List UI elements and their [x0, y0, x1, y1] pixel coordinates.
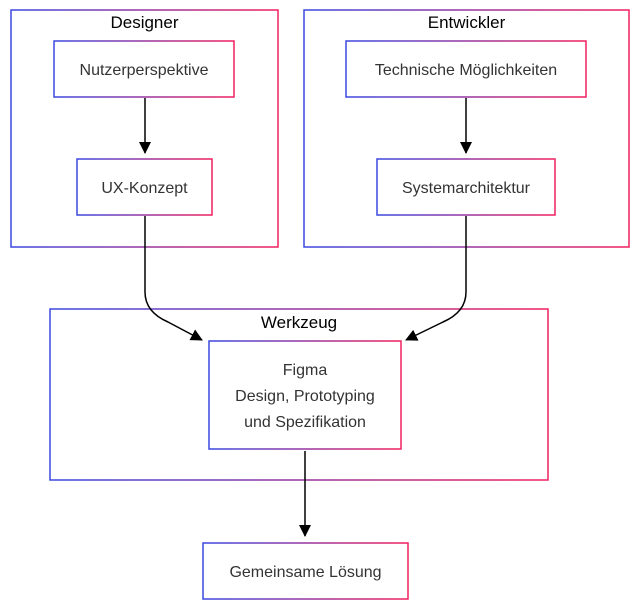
- node-nutzerperspektive-label: Nutzerperspektive: [80, 62, 209, 79]
- node-nutzerperspektive[interactable]: Nutzerperspektive: [53, 40, 235, 98]
- node-ux-konzept-label: UX-Konzept: [101, 180, 188, 197]
- node-systemarchitektur-label: Systemarchitektur: [402, 180, 531, 197]
- node-nutzerperspektive-box: [53, 40, 235, 98]
- node-figma-line-3: und Spezifikation: [244, 414, 366, 431]
- node-ux-konzept[interactable]: UX-Konzept: [76, 158, 213, 216]
- node-figma-line-1: Figma: [283, 362, 328, 379]
- edge-uxkonzept-figma: [144, 216, 203, 341]
- node-ux-konzept-box: [76, 158, 213, 216]
- edges: [139, 98, 472, 537]
- node-systemarchitektur[interactable]: Systemarchitektur: [376, 158, 556, 216]
- node-technische-label: Technische Möglichkeiten: [375, 62, 557, 79]
- node-technische-moeglichkeiten[interactable]: Technische Möglichkeiten: [345, 40, 587, 98]
- node-figma-line-2: Design, Prototyping: [235, 388, 375, 405]
- node-loesung-box: [202, 542, 409, 600]
- node-figma[interactable]: Figma Design, Prototyping und Spezifikat…: [208, 340, 402, 450]
- cluster-entwickler-title: Entwickler: [428, 13, 506, 32]
- edge-systemarchitektur-figma: [405, 216, 467, 341]
- cluster-werkzeug-title: Werkzeug: [261, 313, 337, 332]
- cluster-werkzeug: Werkzeug: [49, 308, 549, 481]
- node-gemeinsame-loesung[interactable]: Gemeinsame Lösung: [202, 542, 409, 600]
- cluster-werkzeug-border: [49, 308, 549, 481]
- cluster-designer-title: Designer: [110, 13, 178, 32]
- node-technische-box: [345, 40, 587, 98]
- node-loesung-label: Gemeinsame Lösung: [229, 564, 381, 581]
- node-systemarchitektur-box: [376, 158, 556, 216]
- node-figma-box: [208, 340, 402, 450]
